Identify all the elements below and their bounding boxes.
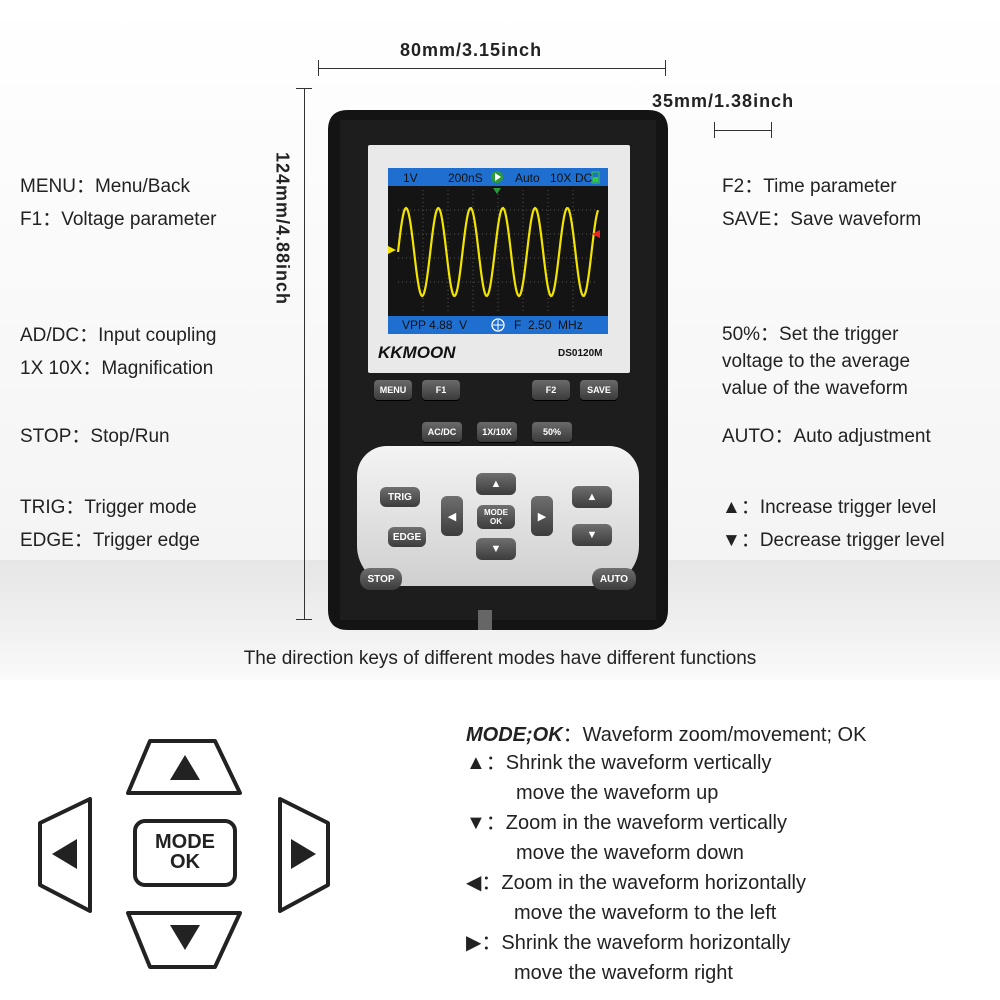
model-label: DS0120M	[558, 348, 603, 359]
f1-button[interactable]: F1	[422, 380, 460, 400]
save-button[interactable]: SAVE	[580, 380, 618, 400]
big-right-arrow-icon	[291, 839, 316, 869]
center-icon	[491, 318, 505, 332]
height-dimension-label: 124mm/4.88inch	[272, 151, 293, 306]
magnification-button[interactable]: 1X/10X	[477, 422, 517, 442]
feature-trigger-up: ▲：Increase trigger level	[722, 497, 937, 518]
screen-mode: Auto	[515, 171, 540, 185]
width-dimension-line	[318, 68, 666, 69]
feature-f1: F1：Voltage parameter	[20, 209, 217, 230]
trigger-level-icon	[592, 230, 600, 238]
depth-dimension-tick-right	[771, 122, 772, 138]
screen-frequency: F 2.50 MHz	[514, 318, 583, 332]
edge-button[interactable]: EDGE	[388, 527, 426, 547]
fifty-percent-button[interactable]: 50%	[532, 422, 572, 442]
brand-logo: KKMOON	[378, 343, 456, 362]
down-arrow-icon: ▼	[490, 543, 502, 555]
up-arrow-icon: ▲	[490, 478, 502, 490]
feature-f2: F2：Time parameter	[722, 176, 897, 197]
height-dimension-line	[304, 88, 305, 620]
direction-pad-diagram	[38, 739, 330, 969]
height-dimension-tick-bottom	[296, 619, 312, 620]
caption: The direction keys of different modes ha…	[243, 648, 757, 669]
feature-save: SAVE：Save waveform	[722, 209, 922, 230]
feature-stop: STOP：Stop/Run	[20, 426, 170, 447]
left-button[interactable]: ◀	[441, 496, 463, 536]
mode-item-down: ▼：Zoom in the waveform vertically move t…	[466, 812, 787, 864]
f2-button[interactable]: F2	[532, 380, 570, 400]
screen-time: 200nS	[448, 171, 483, 185]
big-down-arrow-icon	[170, 925, 200, 950]
down-arrow-icon: ▼	[586, 529, 598, 541]
left-arrow-icon: ◀	[447, 510, 457, 523]
big-mode-ok-key	[133, 819, 237, 887]
width-dimension-tick-right	[665, 60, 666, 76]
up-button[interactable]: ▲	[476, 473, 516, 495]
feature-trigger-down: ▼：Decrease trigger level	[722, 530, 945, 551]
feature-50-percent: 50%：Set the trigger voltage to the avera…	[722, 324, 911, 399]
up-arrow-icon: ▲	[586, 491, 598, 503]
trig-button[interactable]: TRIG	[380, 487, 420, 507]
feature-auto: AUTO：Auto adjustment	[722, 426, 931, 447]
width-dimension-tick-left	[318, 60, 319, 76]
trigger-position-icon	[493, 188, 501, 194]
width-dimension-label: 80mm/3.15inch	[400, 40, 543, 60]
feature-magnification: 1X 10X：Magnification	[20, 358, 214, 379]
right-arrow-icon: ▶	[537, 510, 547, 523]
depth-dimension-tick-left	[714, 122, 715, 138]
feature-menu: MENU：Menu/Back	[20, 176, 191, 197]
trigger-up-button[interactable]: ▲	[572, 486, 612, 508]
down-button[interactable]: ▼	[476, 538, 516, 560]
feature-trig: TRIG：Trigger mode	[20, 497, 197, 518]
mode-item-right: ▶：Shrink the waveform horizontally move …	[466, 932, 791, 984]
big-up-arrow-icon	[170, 755, 200, 780]
big-left-arrow-icon	[52, 839, 77, 869]
depth-dimension-label: 35mm/1.38inch	[652, 91, 795, 111]
signal-waveform	[396, 206, 600, 298]
lcd-screen	[388, 168, 608, 334]
stop-button[interactable]: STOP	[360, 568, 402, 590]
trigger-down-button[interactable]: ▼	[572, 524, 612, 546]
screen-mag: 10X	[550, 171, 572, 185]
height-dimension-tick-top	[296, 88, 312, 89]
screen-coupling: DC	[575, 171, 593, 185]
screen-vpp: VPP 4.88 V	[402, 318, 468, 332]
right-button[interactable]: ▶	[531, 496, 553, 536]
feature-adc: AD/DC：Input coupling	[20, 325, 217, 346]
auto-button[interactable]: AUTO	[592, 568, 636, 590]
channel-marker-icon	[388, 246, 396, 254]
menu-button[interactable]: MENU	[374, 380, 412, 400]
feature-edge: EDGE：Trigger edge	[20, 530, 200, 551]
battery-icon	[591, 171, 600, 184]
mode-item-left: ◀：Zoom in the waveform horizontally move…	[466, 872, 806, 924]
screen-volt: 1V	[403, 171, 418, 185]
depth-dimension-line	[714, 130, 772, 131]
mode-item-up: ▲：Shrink the waveform vertically move th…	[466, 752, 772, 804]
acdc-button[interactable]: AC/DC	[422, 422, 462, 442]
mode-section-title: MODE;OK：Waveform zoom/movement; OK	[466, 724, 867, 746]
